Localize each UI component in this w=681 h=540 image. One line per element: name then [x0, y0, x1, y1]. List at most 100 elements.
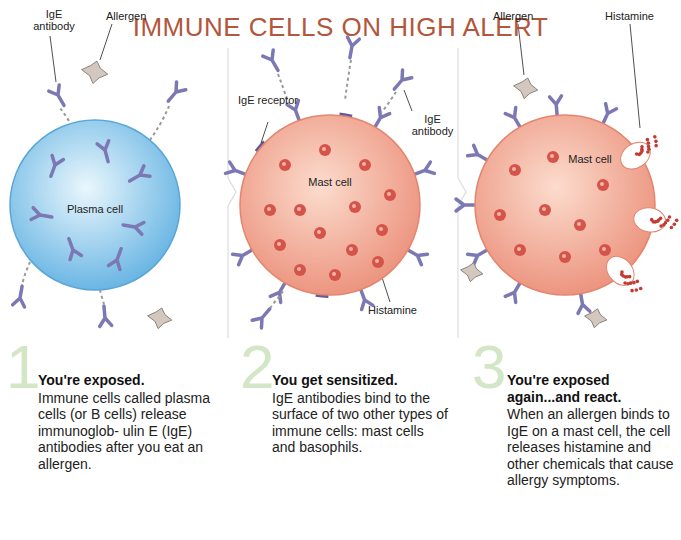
histamine-granule: [359, 159, 371, 171]
ige-antibody: [263, 50, 283, 73]
granule-highlight: [362, 162, 366, 166]
histamine-particle: [639, 287, 643, 291]
histamine-particle: [659, 217, 663, 221]
granule-highlight: [512, 167, 516, 171]
cell-membrane: [10, 120, 180, 290]
release-vesicle: [632, 205, 668, 234]
leader-line: [404, 90, 412, 111]
step-heading: You get sensitized.: [272, 372, 448, 389]
step-heading: You're exposed.: [38, 372, 218, 389]
ige-antibody: [122, 219, 144, 234]
ige-antibody: [164, 82, 186, 105]
histamine-particle: [670, 226, 674, 230]
secretion-trail: [382, 92, 396, 112]
leader-line: [100, 24, 112, 60]
histamine-particle: [673, 222, 677, 226]
granule-highlight: [297, 207, 301, 211]
histamine-granule: [547, 151, 559, 163]
callout-label: Histamine: [368, 304, 428, 316]
granule-highlight: [577, 222, 581, 226]
histamine-particle: [628, 275, 632, 279]
histamine-granule: [539, 204, 551, 216]
granule-highlight: [297, 267, 301, 271]
granule-highlight: [282, 162, 286, 166]
histamine-particle: [653, 135, 657, 139]
histamine-particle: [626, 282, 630, 286]
cell-membrane: [240, 115, 420, 295]
histamine-particle: [632, 281, 636, 285]
ige-antibody: [49, 85, 69, 108]
histamine-particle: [656, 220, 660, 224]
granule-highlight: [322, 147, 326, 151]
histamine-granule: [346, 244, 358, 256]
secretion-trail: [270, 290, 284, 308]
histamine-granule: [294, 204, 306, 216]
histamine-granule: [279, 159, 291, 171]
granule-highlight: [497, 212, 501, 216]
callout-label: IgE antibody: [28, 8, 80, 32]
cell-membrane: [475, 115, 655, 295]
granule-highlight: [542, 207, 546, 211]
granule-highlight: [375, 259, 379, 263]
callout-label: IgE antibody: [405, 113, 460, 137]
ige-antibody: [109, 247, 127, 270]
histamine-granule: [599, 244, 611, 256]
secretion-trail: [150, 104, 170, 140]
ige-antibody: [63, 237, 81, 260]
histamine-granule: [314, 227, 326, 239]
secretion-trail: [22, 262, 30, 286]
secretion-trail: [345, 60, 351, 100]
ige-antibody: [97, 141, 114, 163]
granule-highlight: [600, 182, 604, 186]
histamine-granule: [264, 204, 276, 216]
ige-antibody: [550, 96, 564, 117]
histamine-particle: [647, 147, 651, 151]
cell-label: Mast cell: [500, 153, 680, 166]
step-body: Immune cells called plasma cells (or B c…: [38, 390, 218, 473]
release-vesicle: [615, 137, 655, 175]
secretion-trail: [100, 290, 104, 304]
ige-antibody: [31, 208, 53, 223]
panel-separator: [458, 48, 466, 338]
histamine-granule: [349, 201, 361, 213]
callout-label: IgE receptor: [238, 94, 298, 106]
callout-label: Allergen: [493, 10, 553, 22]
allergen-symbol: [514, 78, 538, 99]
histamine-particle: [636, 280, 640, 284]
histamine-granule: [514, 244, 526, 256]
leader-line: [630, 24, 640, 128]
cell-outline: [240, 115, 420, 295]
granule-highlight: [349, 247, 353, 251]
granule-highlight: [352, 204, 356, 208]
granule-highlight: [562, 254, 566, 258]
histamine-particle: [675, 219, 679, 223]
histamine-granule: [274, 239, 286, 251]
histamine-particle: [647, 141, 651, 145]
ige-antibody: [98, 306, 112, 327]
histamine-particle: [630, 289, 634, 293]
histamine-particle: [662, 223, 666, 227]
allergen-symbol: [82, 61, 108, 83]
ige-antibody: [45, 155, 63, 178]
panel-separator: [228, 48, 236, 338]
granule-highlight: [332, 272, 336, 276]
plasma-cell: Plasma cell: [10, 120, 180, 290]
histamine-granule: [597, 179, 609, 191]
histamine-granule: [319, 144, 331, 156]
histamine-granule: [372, 256, 384, 268]
granule-highlight: [317, 230, 321, 234]
ige-antibody: [127, 166, 150, 186]
diagram-title: IMMUNE CELLS ON HIGH ALERT: [0, 12, 681, 43]
granule-highlight: [277, 242, 281, 246]
histamine-particle: [624, 275, 628, 279]
histamine-granule: [384, 189, 396, 201]
leader-line: [50, 36, 56, 82]
histamine-granule: [329, 269, 341, 281]
ige-antibody: [456, 199, 476, 211]
step-heading: You're exposed again...and react.: [507, 372, 675, 405]
histamine-granule: [509, 164, 521, 176]
ige-antibody: [390, 70, 412, 93]
step-number: 2: [240, 336, 274, 398]
mast-cell: Mast cell: [240, 115, 420, 295]
cell-label: Plasma cell: [10, 203, 180, 216]
